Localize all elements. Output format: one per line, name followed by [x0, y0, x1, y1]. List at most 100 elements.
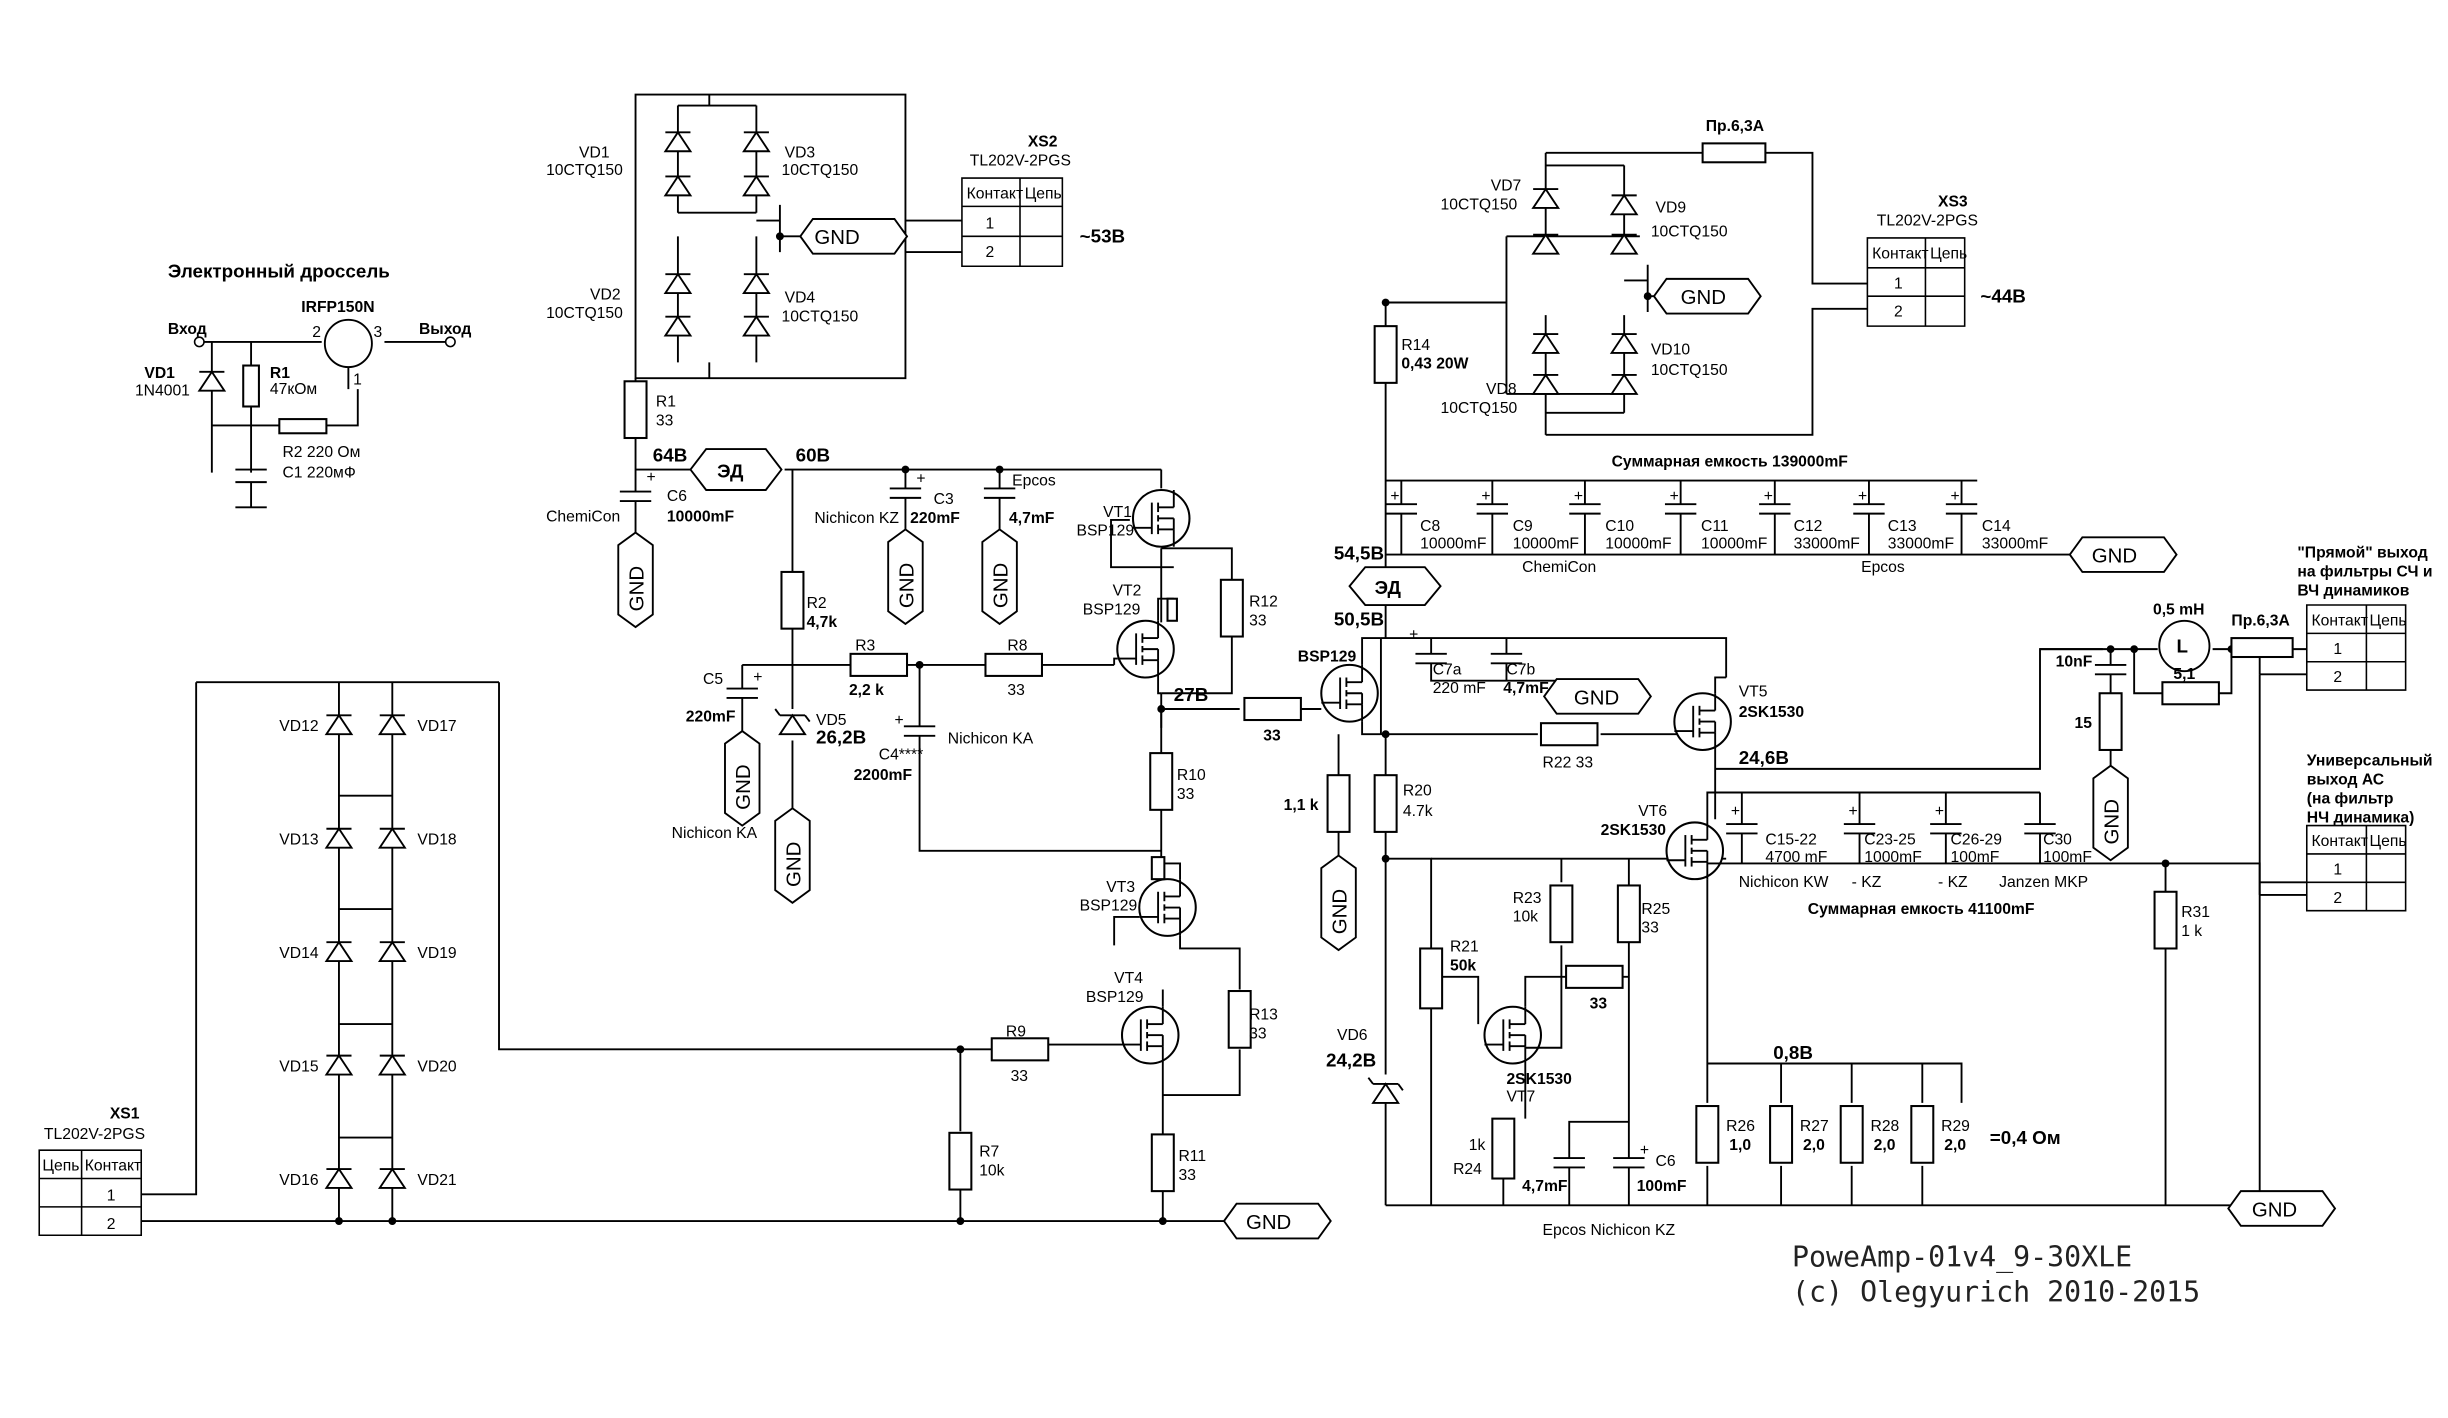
xs3-name: XS3 [1938, 193, 1968, 210]
xs1-name: XS1 [110, 1106, 140, 1123]
r3-value: 2,2 k [849, 682, 884, 699]
r8-value: 33 [1007, 682, 1025, 699]
vd15-label: VD15 [279, 1058, 318, 1075]
v27: 27В [1174, 684, 1209, 705]
svg-text:(на фильтр: (на фильтр [2307, 791, 2394, 808]
r11k-value: 1,1 k [1284, 797, 1319, 814]
choke-transistor: IRFP150N [301, 299, 374, 316]
c8-label: C8 [1420, 518, 1440, 535]
vt6-type: 2SK1530 [1601, 822, 1667, 839]
r24-label: R24 [1453, 1161, 1482, 1178]
c3-value: 220mF [910, 510, 960, 527]
vd9-type: 10CTQ150 [1651, 223, 1728, 240]
svg-text:+: + [1731, 803, 1740, 820]
c2629-label: C26-29 [1951, 831, 2002, 848]
c6-value: 10000mF [667, 508, 735, 525]
vd14-label: VD14 [279, 945, 318, 962]
gnd-bank: GND [2092, 544, 2137, 567]
vt1-type: BSP129 [1076, 523, 1134, 540]
c11-label: C11 [1701, 518, 1729, 535]
vd8-label: VD8 [1486, 381, 1517, 398]
vd2-label: VD2 [590, 286, 621, 303]
universal-pin2: 2 [2333, 890, 2342, 907]
r20-label: R20 [1403, 783, 1432, 800]
direct-contact: Контакт [2311, 612, 2367, 629]
c13-value: 33000mF [1888, 535, 1954, 552]
vd7-label: VD7 [1491, 178, 1522, 195]
vd7-type: 10CTQ150 [1441, 197, 1518, 214]
svg-text:+: + [1858, 488, 1867, 505]
gnd-bottom-left: GND [1246, 1211, 1291, 1234]
r29-label: R29 [1941, 1118, 1970, 1135]
connector-xs3: XS3 TL202V-2PGS Контакт Цепь 1 2 ~44В [1866, 193, 2026, 327]
gnd-top: GND [814, 226, 859, 249]
v08: 0,8В [1773, 1042, 1813, 1063]
svg-text:+: + [1849, 803, 1858, 820]
c12-label: C12 [1794, 518, 1823, 535]
r12-label: R12 [1249, 594, 1278, 611]
c9-label: C9 [1513, 518, 1533, 535]
c7b-label: C7b [1506, 661, 1535, 678]
universal-contact: Контакт [2311, 833, 2367, 850]
r9-label: R9 [1006, 1024, 1026, 1041]
vd21-label: VD21 [417, 1172, 456, 1189]
c2325-label: C23-25 [1864, 831, 1916, 848]
r22-label: R22 33 [1543, 754, 1594, 771]
choke-vd1: VD1 [144, 365, 175, 382]
r8-label: R8 [1007, 638, 1027, 655]
v545: 54,5В [1334, 542, 1384, 563]
c30-value: 100mF [2043, 849, 2092, 866]
gnd-filter: GND [2100, 799, 2123, 845]
r25-value: 33 [1641, 920, 1659, 937]
choke-title: Электронный дроссель [168, 260, 390, 281]
xs1-pin2: 2 [107, 1216, 116, 1233]
chemicon-label: ChemiCon [546, 508, 620, 525]
sum2-label: Суммарная емкость 41100mF [1808, 901, 2035, 918]
c1522-value: 4700 mF [1765, 849, 1827, 866]
v64: 64В [653, 445, 688, 466]
r20-value: 4.7k [1403, 803, 1433, 820]
electronic-choke: Электронный дроссель IRFP150N Вход Выход… [135, 260, 471, 509]
ed-mid: ЭД [1375, 577, 1402, 598]
c14-value: 33000mF [1982, 535, 2048, 552]
output-stage: VT5 2SK1530 24,6В VT6 2SK1530 +++ C15-22… [1601, 648, 2336, 1227]
xs3-circuit: Цепь [1930, 245, 1967, 262]
vt5-label: VT5 [1739, 683, 1768, 700]
choke-r1: R1 [270, 365, 290, 382]
c6-label: C6 [667, 488, 687, 505]
vd17-label: VD17 [417, 718, 456, 735]
c47-value: 4,7mF [1009, 510, 1055, 527]
left-supply: R1 33 64В ЭД 60В + C6 10000mF ChemiCon G… [498, 378, 1278, 1222]
c47b-value: 4,7mF [1522, 1178, 1568, 1195]
xs3-pin2: 2 [1894, 304, 1903, 321]
vt7-type: 2SK1530 [1506, 1071, 1572, 1088]
nichicon-kw-label: Nichicon KW [1739, 874, 1829, 891]
gnd-vd5: GND [782, 842, 805, 888]
fuse-out: Пр.6,3А [2231, 612, 2289, 629]
title-line-2: (c) Olegyurich 2010-2015 [1792, 1275, 2200, 1308]
svg-text:+: + [1409, 627, 1418, 644]
xs1-contact: Контакт [85, 1158, 141, 1175]
xs1-circuit: Цепь [42, 1158, 79, 1175]
c3-label: C3 [934, 491, 954, 508]
vt3-label: VT3 [1106, 879, 1135, 896]
vd16-label: VD16 [279, 1172, 318, 1189]
vd10-label: VD10 [1651, 341, 1690, 358]
xs3-pin1: 1 [1894, 275, 1903, 292]
xs1-type: TL202V-2PGS [44, 1126, 145, 1143]
c13-label: C13 [1888, 518, 1917, 535]
epcos-bank: Epcos [1861, 559, 1905, 576]
v60: 60В [796, 445, 831, 466]
connector-xs1: XS1 TL202V-2PGS Цепь Контакт 1 2 [38, 1106, 145, 1237]
r21-value: 50k [1450, 958, 1476, 975]
vt7-label: VT7 [1506, 1088, 1535, 1105]
r31-value: 1 k [2181, 923, 2202, 940]
c9-value: 10000mF [1513, 535, 1579, 552]
r11-value: 33 [1178, 1167, 1196, 1184]
c8-value: 10000mF [1420, 535, 1486, 552]
choke-vd1-type: 1N4001 [135, 382, 190, 399]
c2325-value: 1000mF [1864, 849, 1922, 866]
c2629-value: 100mF [1951, 849, 2000, 866]
choke-pin2: 2 [312, 324, 321, 341]
vd20-label: VD20 [417, 1058, 456, 1075]
